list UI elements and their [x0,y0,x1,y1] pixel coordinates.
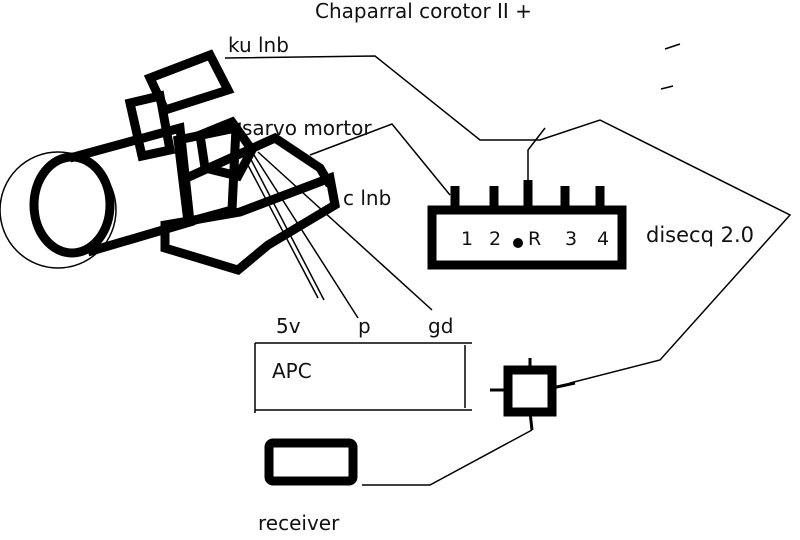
pin-gd-label: gd [428,314,453,338]
receiver-body [264,438,358,486]
servo-motor-label: sarvo mortor [242,116,372,140]
c-lnb-cable [309,123,451,196]
diseqc-switch: 1 2 R 3 4 [427,180,627,270]
apc-box [254,342,472,413]
scalar-ring [0,151,117,269]
small-switch-bottom-lead [528,411,534,431]
c-lnb-top [180,132,334,188]
diseqc-port-1-label: 1 [461,228,473,250]
small-switch-right-lead [551,381,576,390]
wire-5v [239,149,319,299]
stray-mark [664,43,681,50]
receiver-label: receiver [258,511,340,535]
receiver-cable [362,429,533,486]
small-switch-body [503,365,557,417]
ku-lnb-mount [124,90,176,162]
diseqc-label: disecq 2.0 [646,223,754,247]
c-lnb-body [160,171,340,276]
stray-mark-2 [660,85,674,90]
feedhorn-assembly [0,49,340,276]
small-switch [490,358,576,431]
ku-lnb-label: ku lnb [228,33,289,57]
servo-wires [239,149,433,319]
diseqc-r-cable [527,127,546,185]
ku-lnb-body [143,49,235,116]
feedhorn-opening [29,152,115,258]
diseqc-port-2-label: 2 [489,228,501,250]
diagram-title: Chaparral corotor II + [315,0,532,23]
ku-lnb-cable [224,55,792,384]
c-lnb-label: c lnb [343,186,391,210]
wire-p [251,151,359,319]
diseqc-dot [513,238,523,248]
diseqc-port-r-label: R [528,228,541,250]
pin-p-label: p [358,314,371,338]
diseqc-port-3-label: 3 [565,228,577,250]
apc-label: APC [272,359,312,383]
wire-5v-b [245,149,325,301]
servo-motor-body [195,116,258,182]
wire-gd [257,151,433,311]
pin-5v-label: 5v [276,314,301,338]
diseqc-port-4-label: 4 [597,228,609,250]
